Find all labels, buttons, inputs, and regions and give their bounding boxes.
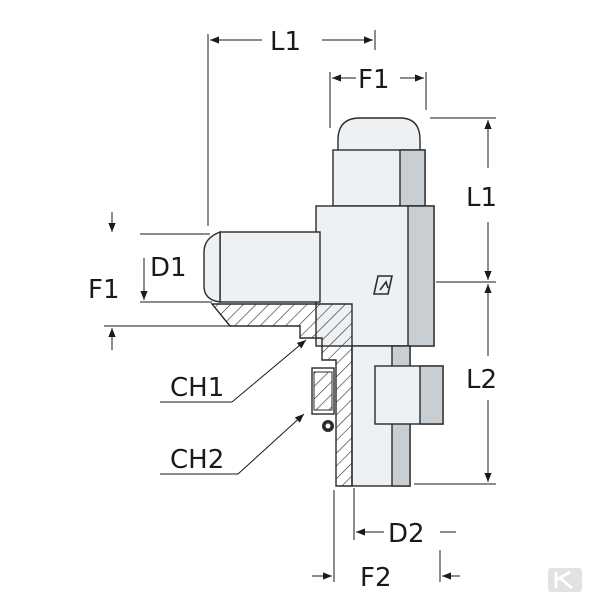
label-bottom-d2: D2 bbox=[388, 519, 425, 549]
dimension-labels: L1 F1 L1 L2 D1 F1 CH1 CH2 D2 F2 bbox=[88, 27, 497, 593]
top-neck-shadow bbox=[399, 149, 426, 207]
dimension-lines bbox=[104, 30, 496, 582]
label-left-d1: D1 bbox=[150, 253, 187, 283]
label-left-f1: F1 bbox=[88, 275, 120, 305]
label-right-l2: L2 bbox=[466, 365, 497, 395]
o-ring-center bbox=[325, 423, 331, 429]
ch2-leader-arrow bbox=[237, 413, 305, 475]
ch1-leader-arrow bbox=[231, 339, 307, 403]
label-right-l1: L1 bbox=[466, 183, 497, 213]
brand-mark-icon bbox=[373, 275, 393, 295]
label-bottom-f2: F2 bbox=[360, 563, 392, 593]
seal-nut-section bbox=[313, 371, 333, 411]
label-top-f1: F1 bbox=[358, 65, 390, 95]
left-cone bbox=[203, 230, 221, 303]
label-ch2: CH2 bbox=[170, 445, 224, 475]
top-cone bbox=[337, 117, 421, 153]
label-ch1: CH1 bbox=[170, 373, 224, 403]
main-hex-shadow bbox=[407, 205, 435, 347]
left-arm bbox=[219, 231, 321, 303]
label-top-l1: L1 bbox=[270, 27, 301, 57]
section-hatch bbox=[210, 303, 353, 487]
fitting-body bbox=[203, 117, 444, 487]
lock-nut-shadow bbox=[419, 365, 444, 425]
watermark-logo-icon bbox=[548, 568, 582, 592]
